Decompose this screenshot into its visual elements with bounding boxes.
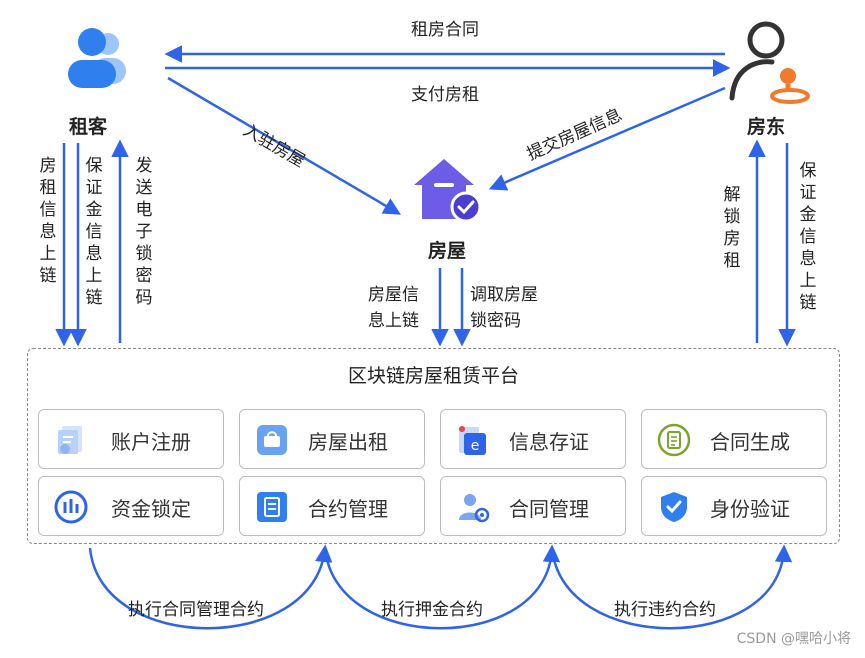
contract-manage-label: 执行合同管理合约 <box>128 600 264 620</box>
blockchain-platform: 区块链房屋租赁平台 账户注册 房屋出租 e 信息存证 <box>27 348 840 544</box>
fetch-lock-label: 调取房屋锁密码 <box>470 285 538 331</box>
landlord-deposit-label: 保证金信息上链 <box>799 161 817 313</box>
rent-info-label: 房租信息上链 <box>39 156 57 286</box>
landlord-label: 房东 <box>747 116 786 138</box>
house-info-label: 房屋信息上链 <box>368 285 419 331</box>
unlock-rent-label: 解锁房租 <box>723 185 741 271</box>
move-in-arrow <box>167 76 402 215</box>
module-identity-verify: 身份验证 <box>641 476 827 536</box>
info-evidence-icon: e <box>459 426 486 455</box>
svg-text:e: e <box>471 438 480 454</box>
watermark: CSDN @嘿哈小将 <box>736 631 851 647</box>
module-contract-generate: 合同生成 <box>641 409 827 469</box>
tenant-icon <box>68 28 126 88</box>
contract-manage-arc <box>88 544 333 630</box>
house-rent-icon <box>257 425 287 455</box>
module-house-rent: 房屋出租 <box>239 409 425 469</box>
module-label: 信息存证 <box>509 430 589 454</box>
pay-rent-label: 支付房租 <box>411 85 479 105</box>
account-register-icon <box>58 426 82 454</box>
module-label: 账户注册 <box>111 430 191 454</box>
module-label: 合同管理 <box>509 497 589 521</box>
contract-breach-arc <box>550 544 793 630</box>
submit-house-info-arrow <box>488 86 726 191</box>
tenant-label: 租客 <box>69 116 108 138</box>
contract-deposit-arc <box>323 544 561 630</box>
platform-title: 区块链房屋租赁平台 <box>347 365 519 387</box>
lease-contract-label: 租房合同 <box>411 20 479 40</box>
module-fund-lock: 资金锁定 <box>38 476 224 536</box>
module-label: 身份验证 <box>710 497 790 521</box>
module-contract-admin: 合同管理 <box>440 476 626 536</box>
contract-manage-icon <box>257 492 287 522</box>
landlord-icon <box>729 21 810 104</box>
identity-verify-icon <box>661 492 687 522</box>
module-info-evidence: e 信息存证 <box>440 409 626 469</box>
module-contract-manage: 合约管理 <box>239 476 425 536</box>
contract-generate-icon <box>657 423 691 457</box>
tenant-deposit-label: 保证金信息上链 <box>85 156 103 308</box>
fund-lock-icon <box>54 490 88 524</box>
contract-deposit-label: 执行押金合约 <box>381 600 483 620</box>
contract-breach-label: 执行违约合约 <box>614 600 716 620</box>
module-label: 房屋出租 <box>308 430 388 454</box>
send-lock-label: 发送电子锁密码 <box>135 156 153 308</box>
module-label: 合同生成 <box>710 430 790 454</box>
module-account-register: 账户注册 <box>38 409 224 469</box>
module-label: 合约管理 <box>308 497 388 521</box>
module-label: 资金锁定 <box>111 497 191 521</box>
house-icon <box>414 159 482 223</box>
house-label: 房屋 <box>428 240 467 262</box>
contract-admin-icon <box>459 494 490 523</box>
